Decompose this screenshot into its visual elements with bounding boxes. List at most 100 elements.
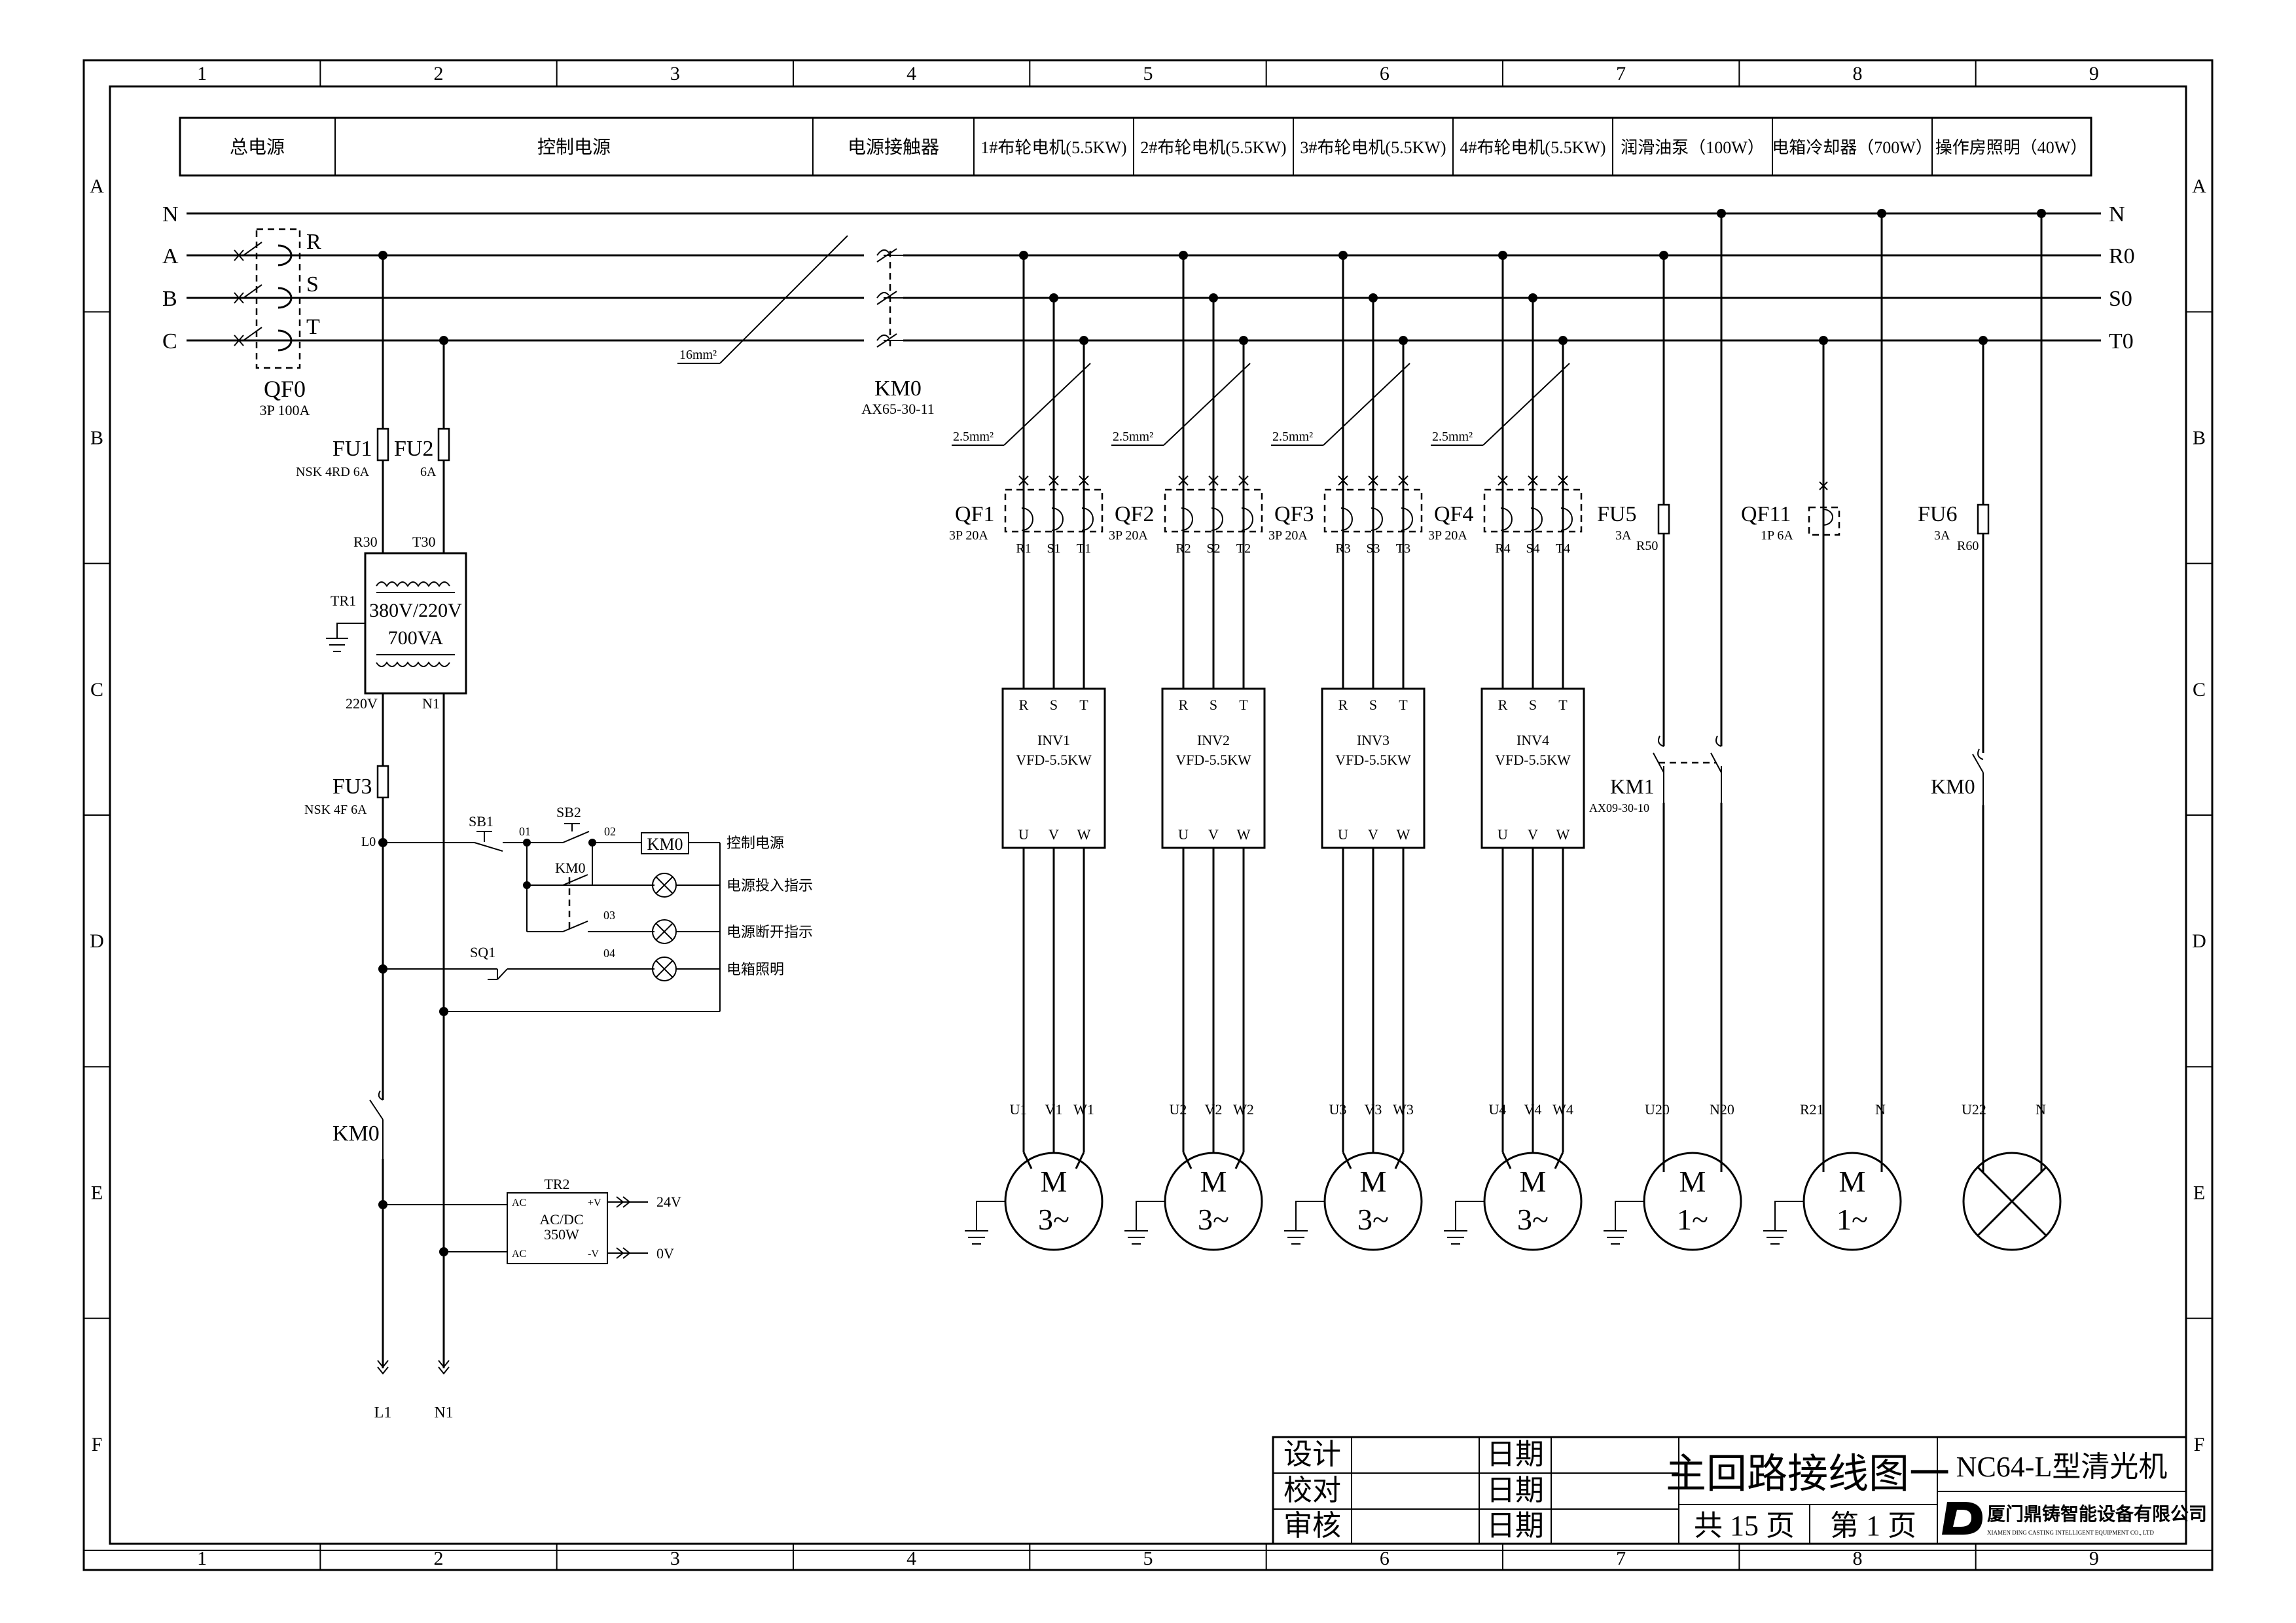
cooler-motor-phase: 1~ [1837,1203,1868,1236]
inverter-name: INV3 [1357,732,1390,748]
transformer-tr1: 380V/220V 700VA TR1 R30 T30 220V N1 [326,534,467,712]
inverter-output-terminal: W [1237,826,1251,843]
row-label-left: E [91,1182,103,1204]
motor-m-label: M [1520,1165,1547,1198]
control-circuit: FU3 NSK 4F 6A L0 KM0 控制电源 SB1 SB2 01 02 … [304,693,813,1368]
company-logo-icon [1942,1502,1982,1535]
indicator-lamp-off-icon [652,919,677,944]
column-label-top: 8 [1853,63,1863,84]
column-label-top: 4 [906,63,916,84]
column-label-bottom: 4 [906,1548,916,1569]
header-contactor: 电源接触器 [848,137,939,158]
column-label-top: 6 [1380,63,1390,84]
km0-main-label: KM0 [874,376,922,401]
inverter-input-terminal: T [1558,697,1568,713]
node-01: 01 [519,825,531,838]
motor-terminal: U3 [1329,1101,1347,1118]
tr1-term-n1: N1 [422,695,440,712]
column-label-top: 7 [1616,63,1626,84]
indicator-lamp-on-icon [652,873,677,898]
motor-phase-label: 3~ [1038,1203,1069,1236]
inverter-input-terminal: T [1399,697,1408,713]
check-label: 校对 [1283,1474,1341,1506]
bus-t0-right: T0 [2109,329,2134,354]
row-label-right: C [2193,679,2206,701]
inverter-input-terminal: T [1239,697,1248,713]
motor-terminal: W4 [1552,1101,1573,1118]
breaker-terminal: T4 [1556,541,1570,556]
qf0-label: QF0 [264,376,306,402]
bus-a-left: A [162,244,179,268]
tr1-power: 700VA [388,627,444,649]
date-label-1: 日期 [1486,1438,1544,1470]
cable-main-label: 16mm² [679,348,717,362]
motor-terminal: V3 [1365,1101,1382,1118]
fu5-label: FU5 [1597,502,1636,526]
tr2-ac-top: AC [512,1197,526,1209]
header-cooler: 电箱冷却器（700W） [1772,138,1933,157]
inverter-output-terminal: V [1049,826,1059,843]
inverter-output-terminal: V [1368,826,1378,843]
lighting-branch: FU6 3A R60 KM0 U22 N [1918,209,2062,1251]
cooler-motor-m: M [1839,1165,1866,1198]
ground-icon [1124,1201,1165,1245]
inverter-output-terminal: V [1208,826,1219,843]
inverter-input-terminal: S [1050,697,1058,713]
lamp-n: N [2036,1101,2046,1118]
km0-aux-label: KM0 [555,860,585,876]
motor-breaker-rating: 3P 20A [1428,528,1467,543]
header-motor-4: 4#布轮电机(5.5KW) [1460,138,1605,157]
product-name: NC64-L型清光机 [1956,1451,2168,1483]
header-motor-1: 1#布轮电机(5.5KW) [980,138,1126,157]
km1-model: AX09-30-10 [1589,801,1649,814]
company-name-en: XIAMEN DING CASTING INTELLIGENT EQUIPMEN… [1987,1529,2154,1536]
motor-breaker-rating: 3P 20A [1109,528,1148,543]
inverter-output-terminal: V [1528,826,1538,843]
inverter-model: VFD-5.5KW [1175,752,1251,768]
km0-output-contact: KM0 [332,1090,396,1159]
inverter-output-terminal: W [1556,826,1570,843]
room-lamp-icon [1962,1152,2062,1251]
phase-r-mark: R [306,230,321,254]
column-label-bottom: 7 [1616,1548,1626,1569]
control-outputs: L1 N1 [374,1360,454,1421]
header-pump: 润滑油泵（100W） [1621,138,1765,157]
tr1-voltage: 380V/220V [369,600,462,621]
row-label-left: A [90,175,104,197]
node-02: 02 [604,825,616,838]
pump-motor-m: M [1679,1165,1706,1198]
bus-c-left: C [162,329,177,354]
column-label-top: 3 [670,63,680,84]
node-04: 04 [603,947,615,960]
psu-24v: 24V [656,1194,681,1210]
row-label-right: B [2193,428,2206,449]
on-indicator-label: 电源投入指示 [726,877,813,894]
power-supply-tr2: TR2 AC/DC 350W AC AC +V -V 24V 0V [378,1176,681,1264]
cabinet-light-label: 电箱照明 [726,961,784,977]
bus-s0-right: S0 [2109,287,2132,311]
breaker-terminal: R4 [1495,541,1510,556]
title-block: 设计 校对 审核 日期 日期 日期 主回路接线图一 共 15 页 第 1 页 N… [1272,1436,2207,1545]
node-03: 03 [603,909,615,922]
drawing-title: 主回路接线图一 [1666,1452,1950,1497]
bus-b-left: B [162,287,177,311]
fu6-term: R60 [1957,539,1979,553]
tr1-term-220v: 220V [346,695,378,712]
inverter-input-terminal: R [1498,697,1508,713]
column-label-top: 2 [434,63,444,84]
qf0-rating: 3P 100A [260,402,310,418]
km0-lamp-label: KM0 [1931,775,1975,798]
column-label-top: 9 [2089,63,2099,84]
approve-label: 审核 [1283,1510,1341,1542]
column-label-bottom: 1 [197,1548,207,1569]
breaker-terminal: T3 [1396,541,1410,556]
motor-phase-label: 3~ [1357,1203,1389,1236]
inverter-name: INV2 [1197,732,1230,748]
column-label-bottom: 6 [1380,1548,1390,1569]
fu2-rating: 6A [420,465,437,479]
fu5-rating: 3A [1615,528,1632,543]
